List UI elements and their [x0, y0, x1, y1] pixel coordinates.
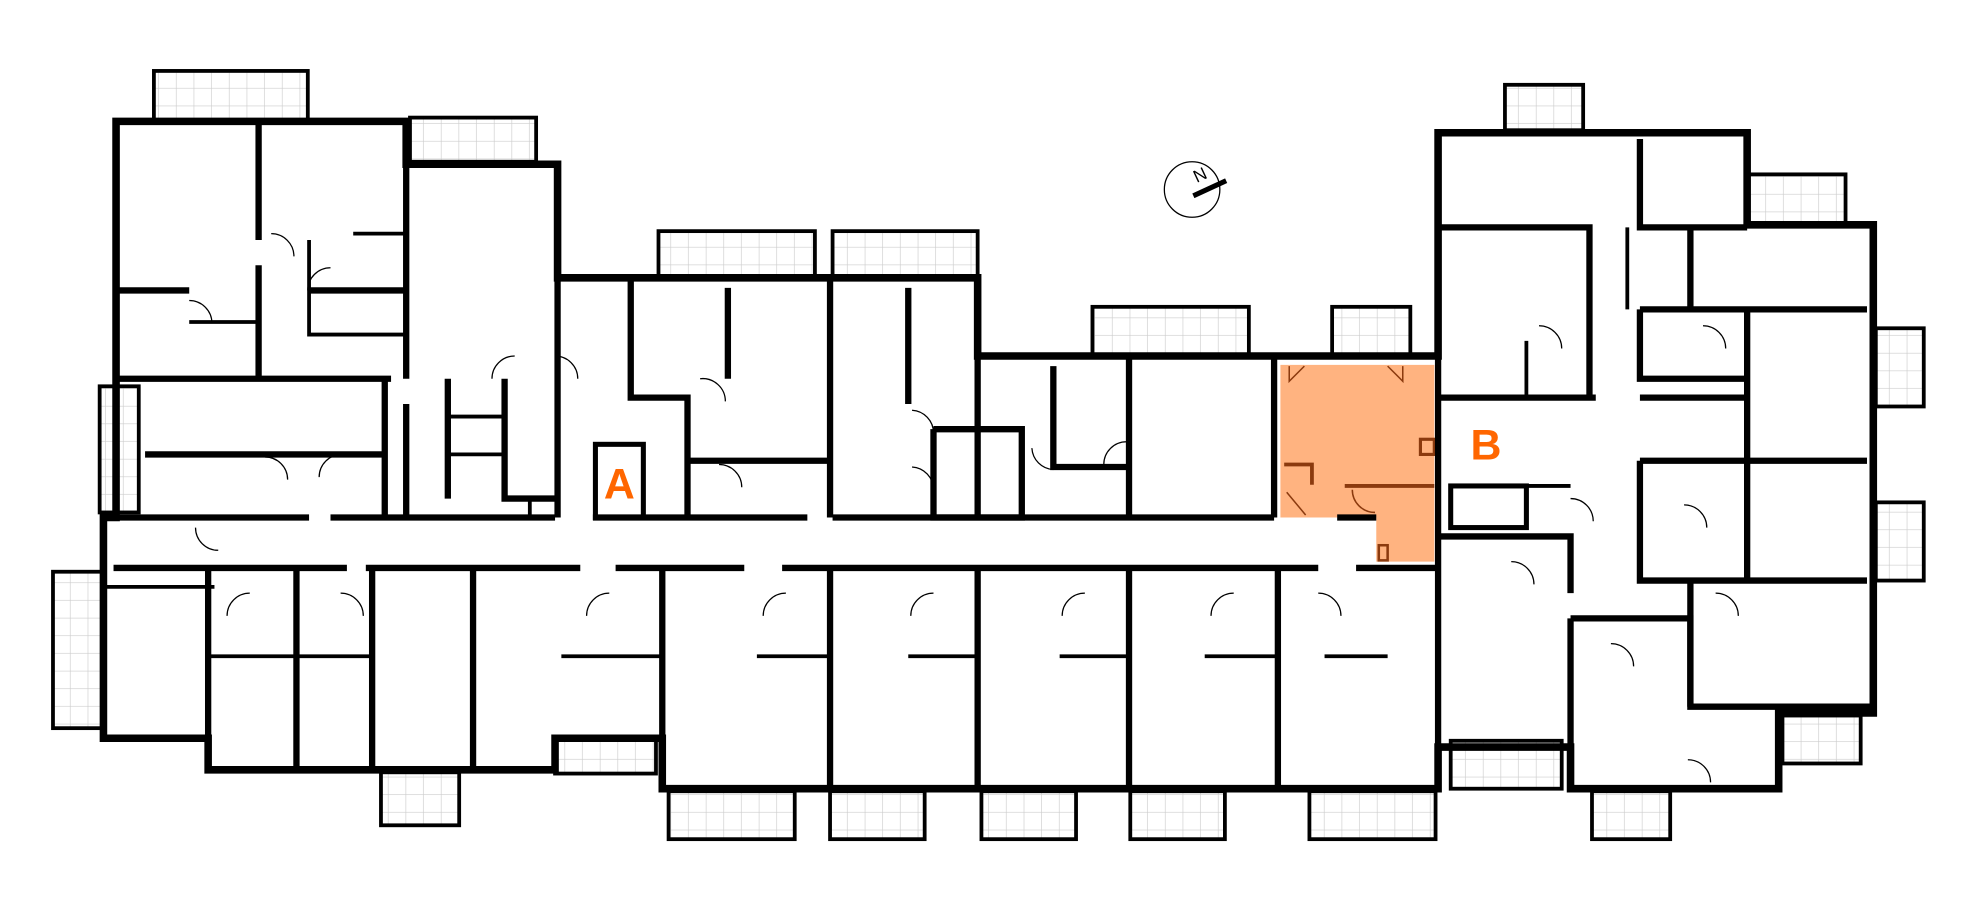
elevator-a: [592, 441, 646, 521]
section-label-a: A: [604, 461, 635, 509]
highlighted-apartment[interactable]: [1280, 364, 1435, 562]
section-label-b: B: [1471, 421, 1502, 469]
north-compass-icon: N: [1163, 161, 1228, 218]
door-swings: [189, 233, 1739, 783]
interior-walls: [103, 121, 1874, 789]
elevator-b: [1448, 483, 1529, 531]
highlighted-apartment-walls: [1284, 365, 1436, 562]
